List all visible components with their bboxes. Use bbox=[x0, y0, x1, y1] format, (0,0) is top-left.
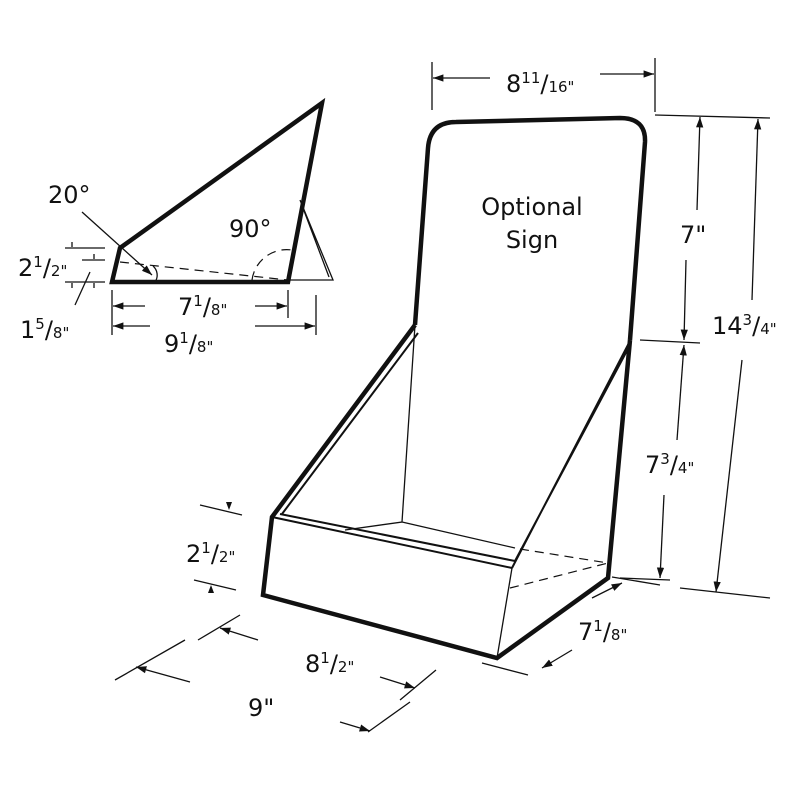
tray-outline bbox=[260, 323, 633, 661]
depth-arrow-up bbox=[591, 582, 623, 599]
inner-width-arrow-right bbox=[379, 676, 416, 689]
back-height-arrow-down bbox=[656, 494, 665, 579]
sign-text-line1: Optional bbox=[481, 193, 582, 221]
sign-panel-outline bbox=[412, 115, 648, 341]
depth-label: 71/8" bbox=[578, 617, 627, 646]
sign-height-label: 7" bbox=[680, 221, 706, 249]
tray-hidden-lines bbox=[509, 548, 609, 589]
sign-height-arrow-down bbox=[680, 259, 688, 341]
tray-back-lines bbox=[344, 324, 516, 659]
total-height-arrow-up bbox=[751, 118, 762, 301]
side-view: 20° 90° 21/2" 15/8" 71/8" 91/8" bbox=[18, 97, 334, 358]
outer-width-label: 9" bbox=[248, 694, 274, 722]
angle-pointer-arrow bbox=[81, 211, 153, 276]
side-profile bbox=[109, 97, 326, 285]
base-dashed-line bbox=[119, 261, 289, 281]
back-height-arrow-up bbox=[676, 344, 687, 441]
total-height-arrow-down bbox=[713, 359, 743, 593]
height-dim-ticks bbox=[71, 242, 95, 288]
total-height-label: 143/4" bbox=[712, 311, 777, 340]
base-dim-label: 71/8" bbox=[178, 292, 227, 321]
back-height-label: 73/4" bbox=[645, 450, 694, 479]
lip-dim-label: 15/8" bbox=[20, 315, 69, 344]
height-extension-lines bbox=[619, 114, 771, 599]
height-dim-lines bbox=[65, 247, 105, 306]
display-view: Optional Sign 811/16" 7" 73/4" 143/4" 21… bbox=[114, 58, 777, 733]
depth-extension-lines bbox=[481, 576, 661, 676]
inner-width-label: 81/2" bbox=[305, 649, 354, 678]
sign-text-line2: Sign bbox=[506, 226, 558, 254]
inner-width-arrow-left bbox=[219, 627, 259, 641]
width-extension-lines bbox=[114, 614, 437, 733]
support-leg bbox=[290, 199, 334, 281]
sign-height-arrow-up bbox=[696, 116, 704, 211]
depth-arrow-down bbox=[541, 649, 573, 669]
outer-width-arrow-right bbox=[339, 721, 371, 732]
top-width-extension-lines bbox=[431, 58, 656, 112]
tray-inner-lines bbox=[271, 332, 631, 569]
right-angle-arc bbox=[251, 249, 293, 281]
angle-90-label: 90° bbox=[229, 215, 272, 243]
top-width-label: 811/16" bbox=[506, 69, 574, 98]
small-angle-arc bbox=[152, 265, 158, 283]
height-dim-label: 21/2" bbox=[18, 253, 67, 282]
base-extension-lines bbox=[111, 290, 317, 335]
total-dim-label: 91/8" bbox=[164, 329, 213, 358]
front-height-label: 21/2" bbox=[186, 539, 235, 568]
angle-20-label: 20° bbox=[48, 181, 91, 209]
front-height-extension-lines bbox=[193, 504, 243, 591]
outer-width-arrow-left bbox=[135, 666, 191, 683]
